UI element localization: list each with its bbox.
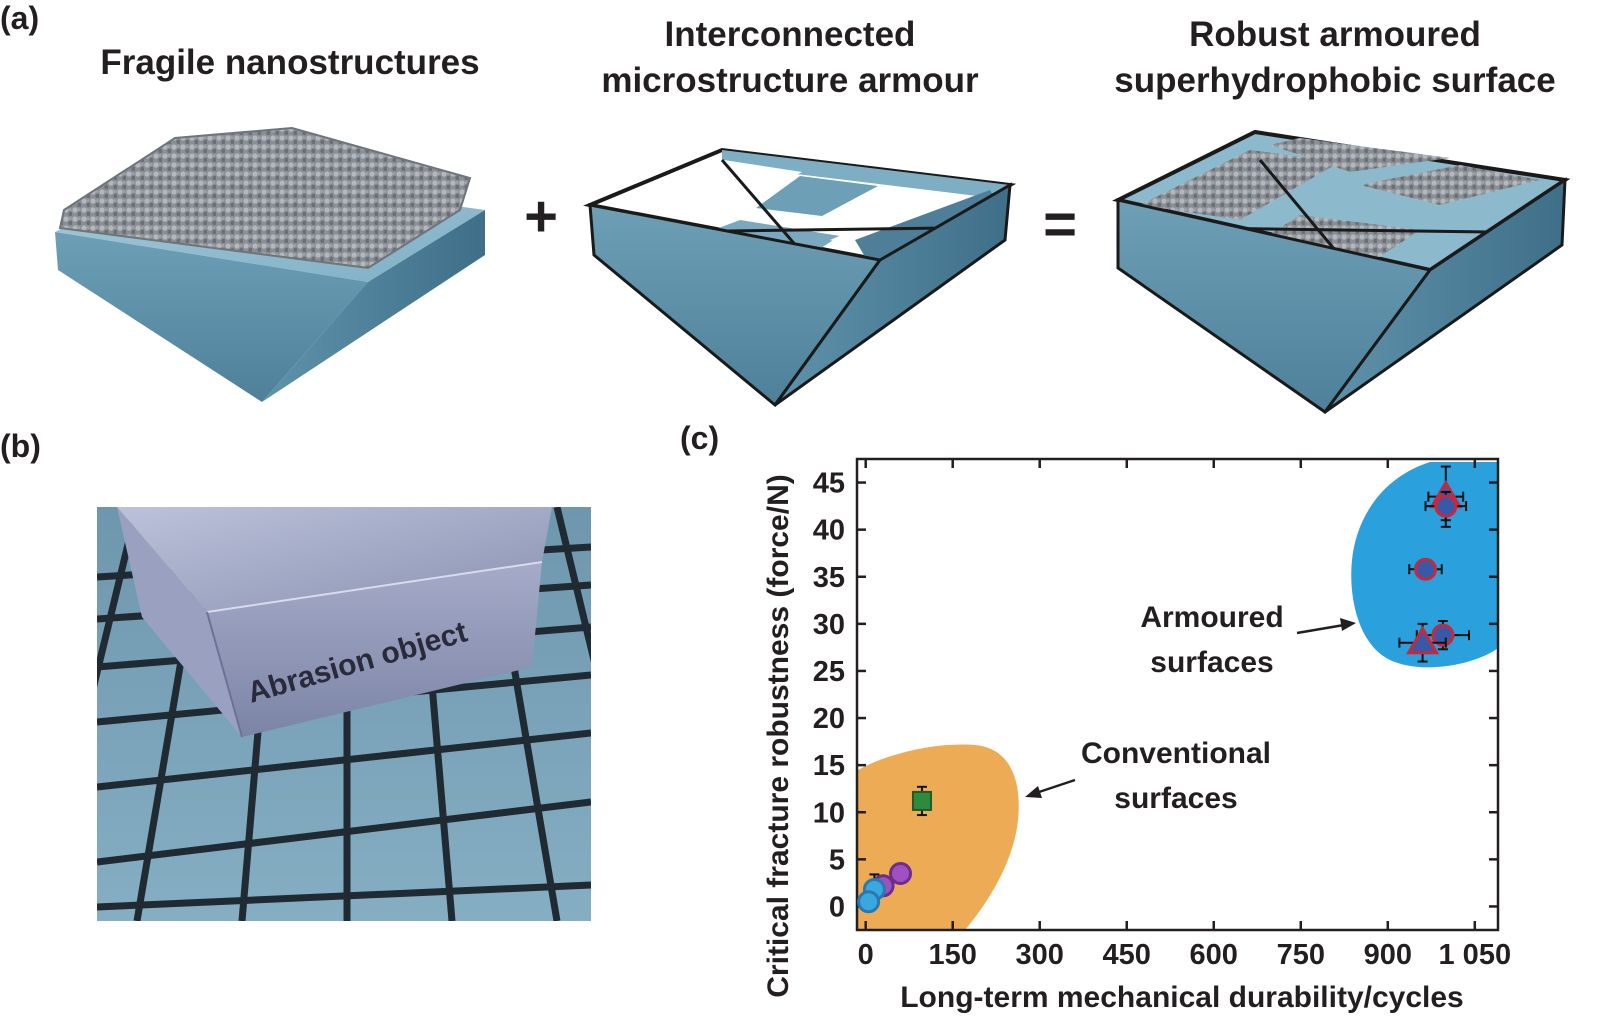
conventional-surfaces-label-line1: Conventional <box>1081 737 1271 770</box>
abrasion-object-edge-1 <box>206 561 543 613</box>
abrasion-object-edge-2 <box>206 611 243 738</box>
triangle-marker <box>1405 625 1440 655</box>
nanostructure-layer <box>58 126 472 270</box>
armoured-side-wall <box>1323 177 1567 414</box>
armoured-arrow-shaft <box>1296 623 1345 635</box>
conventional-surfaces-region <box>858 744 1019 930</box>
slab1-front <box>55 232 368 402</box>
x-axis-title: Long-term mechanical durability/cycles <box>900 981 1464 1014</box>
circle-marker <box>857 890 881 914</box>
abrasion-object <box>117 507 552 738</box>
frame-cell-1 <box>632 160 802 214</box>
x-tick-label: 1 050 <box>1439 939 1512 971</box>
x-tick-label: 600 <box>1190 939 1238 971</box>
data-point <box>857 890 881 914</box>
x-tick-label: 150 <box>929 939 977 971</box>
x-tick-label: 750 <box>1277 939 1325 971</box>
panel-c-label: (c) <box>680 420 720 456</box>
y-tick-label: 5 <box>829 844 845 876</box>
armoured-surface-title: Robust armoured superhydrophobic surface <box>1075 12 1595 104</box>
panel-b-illustration: Abrasion object <box>97 507 591 921</box>
y-tick-label: 35 <box>813 562 845 594</box>
y-tick-label: 45 <box>813 468 845 500</box>
conventional-arrow-head <box>1025 786 1042 798</box>
conventional-surfaces-label-line2: surfaces <box>1114 782 1237 815</box>
data-point <box>1398 622 1447 663</box>
circle-marker <box>1413 557 1437 581</box>
plus-sign: + <box>524 184 558 249</box>
y-axis-title: Critical fracture robustness (force/N) <box>762 474 795 997</box>
panel-b-label: (b) <box>0 428 41 464</box>
frame-cell-2 <box>756 176 878 216</box>
data-point <box>1408 557 1443 581</box>
axis-ticks: 0 150 300 450 600 750 900 1 050 0 5 10 15 20 25 30 35 40… <box>813 459 1511 971</box>
x-tick-label: 900 <box>1364 939 1412 971</box>
armoured-arrow-head <box>1340 618 1356 631</box>
slab1-side <box>262 210 485 402</box>
y-tick-label: 25 <box>813 656 845 688</box>
abrasion-object-left-face <box>117 507 242 737</box>
x-tick-label: 450 <box>1103 939 1151 971</box>
data-markers <box>857 465 1470 914</box>
fragile-nanostructures-title: Fragile nanostructures <box>100 43 480 82</box>
y-tick-label: 20 <box>813 703 845 735</box>
circle-marker <box>1431 623 1455 647</box>
plot-area-frame <box>855 457 1500 932</box>
armoured-surface-title-line2: superhydrophobic surface <box>1114 61 1556 100</box>
microstructure-armour-title-line2: microstructure armour <box>601 61 979 100</box>
durability-robustness-chart: 0 150 300 450 600 750 900 1 050 0 5 10 15 20 25 30 35 40… <box>762 457 1511 1014</box>
armoured-surfaces-label-line1: Armoured <box>1140 601 1283 634</box>
abrasion-object-top <box>117 507 552 612</box>
data-point <box>889 861 913 885</box>
x-tick-label: 0 <box>858 939 874 971</box>
armoured-surface-title-line1: Robust armoured <box>1189 15 1481 54</box>
abrasion-object-front-face <box>207 562 542 737</box>
armoured-surfaces-label-line2: surfaces <box>1150 646 1273 679</box>
frame-side-wall <box>773 182 1012 407</box>
y-tick-label: 15 <box>813 750 845 782</box>
conventional-arrow-shaft <box>1035 778 1076 795</box>
circle-marker <box>1434 494 1458 518</box>
data-point <box>1424 490 1468 522</box>
panel-a-illustration: + = <box>55 126 1571 415</box>
microstructure-armour-title-line1: Interconnected <box>664 15 916 54</box>
square-marker <box>911 790 932 811</box>
y-tick-label: 30 <box>813 609 845 641</box>
frame-back-wall <box>722 150 1010 200</box>
circle-marker <box>889 861 913 885</box>
data-point <box>911 785 932 817</box>
armoured-nano-cell-3 <box>1360 165 1540 205</box>
microstructure-armour-frame <box>583 147 1017 408</box>
fragile-nanostructure-slab <box>55 126 485 402</box>
y-tick-label: 0 <box>829 891 845 923</box>
armoured-nano-cell-2 <box>1270 138 1450 172</box>
armoured-surface-box <box>1112 129 1571 415</box>
y-tick-label: 10 <box>813 797 845 829</box>
x-tick-label: 300 <box>1016 939 1064 971</box>
equals-sign: = <box>1043 192 1077 257</box>
microstructure-armour-title: Interconnected microstructure armour <box>530 12 1050 104</box>
armoured-nano-cell-1 <box>1140 150 1340 220</box>
armoured-divider-2 <box>1258 159 1347 263</box>
y-tick-label: 40 <box>813 515 845 547</box>
panel-a-label: (a) <box>0 0 40 36</box>
